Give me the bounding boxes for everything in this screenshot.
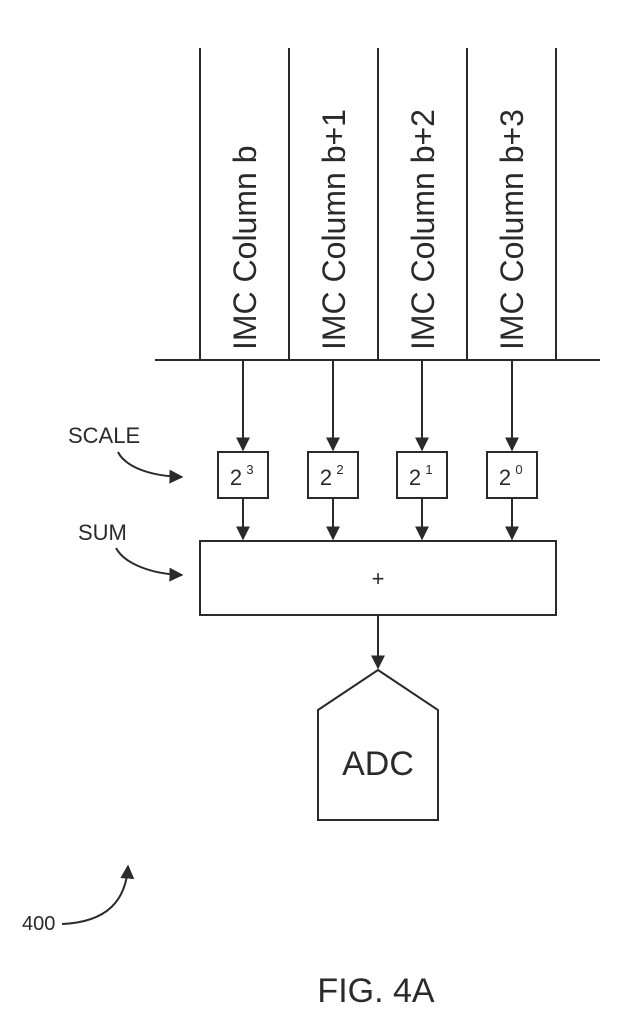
column-to-scale-arrows (236, 360, 519, 452)
scale-box-1: 2 2 (307, 451, 359, 499)
imc-column-dividers (199, 48, 557, 360)
reference-numeral: 400 (22, 913, 55, 935)
scale-base-1: 2 (320, 465, 332, 490)
reference-numeral-arrow (61, 864, 135, 925)
figure-caption: FIG. 4A (317, 972, 434, 1010)
scale-base-0: 2 (230, 465, 242, 490)
scale-exp-3: 0 (515, 462, 522, 477)
scale-base-2: 2 (409, 465, 421, 490)
scale-annotation-arrow (117, 451, 184, 484)
sum-symbol: + (372, 566, 385, 591)
adc-label: ADC (342, 745, 414, 783)
scale-exp-1: 2 (336, 462, 343, 477)
scale-box-3: 2 0 (486, 451, 538, 499)
imc-column-label-b2: IMC Column b+2 (405, 109, 441, 350)
sum-block: + (199, 540, 557, 616)
scale-exp-0: 3 (246, 462, 253, 477)
scale-box-0: 2 3 (217, 451, 269, 499)
scale-annotation-label: SCALE (68, 423, 140, 448)
scale-box-2: 2 1 (396, 451, 448, 499)
sum-annotation-label: SUM (78, 520, 127, 545)
imc-column-label-b1: IMC Column b+1 (316, 109, 352, 350)
imc-column-label-b: IMC Column b (227, 146, 263, 351)
imc-column-label-b3: IMC Column b+3 (494, 109, 530, 350)
adc-block: ADC (317, 668, 439, 821)
sum-annotation-arrow (115, 547, 184, 582)
scale-exp-2: 1 (425, 462, 432, 477)
scale-to-sum-arrows (236, 498, 519, 541)
scale-base-3: 2 (499, 465, 511, 490)
